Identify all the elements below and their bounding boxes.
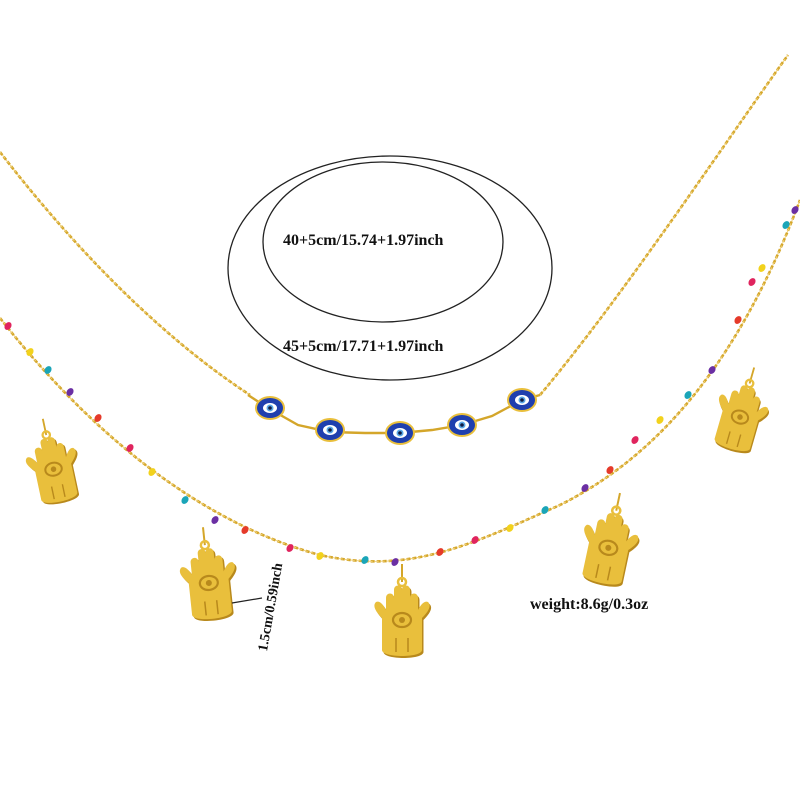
enamel-bead-icon [316, 552, 324, 560]
inner-length-ellipse [262, 161, 504, 323]
evil-eye-bead-icon [507, 388, 537, 412]
enamel-bead-icon [4, 322, 12, 330]
enamel-bead-icon [708, 366, 716, 374]
hamsa-hand-icon [25, 418, 80, 505]
enamel-bead-icon [631, 436, 639, 444]
hamsa-hand-icon [582, 492, 640, 587]
enamel-bead-icon [26, 348, 34, 356]
enamel-bead-icon [684, 391, 692, 399]
evil-eye-bead-icon [447, 413, 477, 437]
enamel-bead-icon [436, 548, 444, 556]
enamel-bead-icon [241, 526, 249, 534]
hamsa-hand-icon [374, 564, 432, 658]
enamel-bead-icon [44, 366, 52, 374]
enamel-bead-icon [361, 556, 369, 564]
enamel-beads [4, 206, 799, 566]
enamel-bead-icon [782, 221, 790, 229]
outer-length-ellipse [227, 155, 553, 381]
weight-label: weight:8.6g/0.3oz [530, 596, 649, 613]
hamsa-charms [25, 367, 769, 658]
enamel-bead-icon [734, 316, 742, 324]
enamel-bead-icon [471, 536, 479, 544]
enamel-bead-icon [286, 544, 294, 552]
long-necklace-chain [0, 199, 800, 563]
enamel-bead-icon [791, 206, 799, 214]
enamel-bead-icon [656, 416, 664, 424]
hamsa-hand-icon [714, 367, 769, 454]
evil-eye-bead-icon [385, 421, 415, 445]
short-necklace-chain-inner [0, 54, 789, 396]
enamel-bead-icon [581, 484, 589, 492]
evil-eye-beads [255, 388, 537, 445]
short-necklace-chain [0, 54, 790, 397]
hamsa-hand-icon [179, 527, 237, 621]
enamel-bead-icon [126, 444, 134, 452]
enamel-bead-icon [758, 264, 766, 272]
evil-eye-bead-icon [255, 396, 285, 420]
inner-length-label: 40+5cm/15.74+1.97inch [283, 232, 444, 249]
enamel-bead-icon [391, 558, 399, 566]
long-necklace-chain-inner [0, 199, 800, 562]
enamel-bead-icon [148, 468, 156, 476]
enamel-bead-icon [94, 414, 102, 422]
enamel-bead-icon [606, 466, 614, 474]
enamel-bead-icon [748, 278, 756, 286]
enamel-bead-icon [506, 524, 514, 532]
enamel-bead-icon [181, 496, 189, 504]
enamel-bead-icon [211, 516, 219, 524]
evil-eye-bead-icon [315, 418, 345, 442]
pendant-size-line [231, 597, 263, 604]
outer-length-label: 45+5cm/17.71+1.97inch [283, 338, 444, 355]
enamel-bead-icon [66, 388, 74, 396]
enamel-bead-icon [541, 506, 549, 514]
